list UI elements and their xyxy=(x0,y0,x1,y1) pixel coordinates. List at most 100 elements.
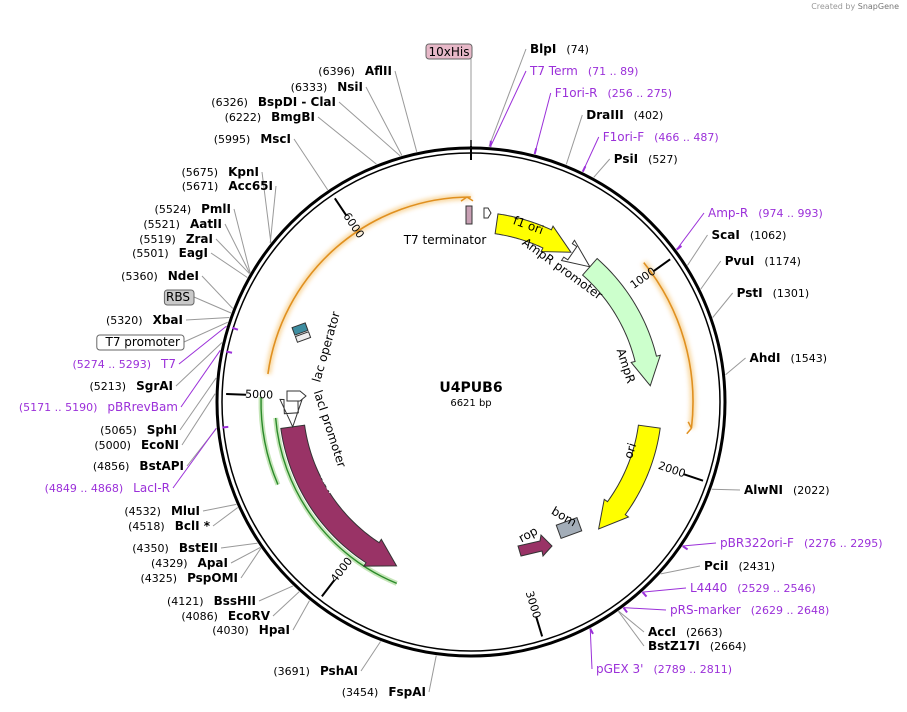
site-name: SgrAI xyxy=(136,379,173,393)
site-name: PstI xyxy=(737,286,763,300)
tick-label: 5000 xyxy=(245,388,273,402)
orange-arrowhead xyxy=(686,421,693,435)
site-label-right: BlpI(74) xyxy=(530,42,589,56)
tick-mark xyxy=(226,393,247,396)
site-label-left: (5360)NdeI xyxy=(121,269,199,283)
leader-line xyxy=(687,234,708,266)
site-name: PciI xyxy=(704,559,729,573)
site-name: AhdI xyxy=(750,351,781,365)
primer-mark xyxy=(676,245,683,251)
site-label-left: (4121)BssHII xyxy=(167,594,256,608)
site-position: (1543) xyxy=(790,352,827,365)
leader-line xyxy=(338,101,401,157)
site-name: NdeI xyxy=(168,269,199,283)
site-position: (5320) xyxy=(106,314,143,327)
leader-line xyxy=(292,600,310,631)
site-label-right: AlwNI(2022) xyxy=(744,483,830,497)
site-label-left: (6222)BmgBI xyxy=(225,110,315,124)
leader-line xyxy=(172,427,217,489)
tick-mark xyxy=(333,197,347,216)
site-position: (256 .. 275) xyxy=(608,87,673,100)
primer-mark xyxy=(682,545,689,551)
leader-layer xyxy=(172,48,746,693)
site-label-right: PstI (1301) xyxy=(737,286,810,300)
site-name: pBR322ori-F xyxy=(720,536,794,550)
primer-mark xyxy=(225,350,233,354)
site-name: BstEII xyxy=(179,541,218,555)
site-name: BspDI - ClaI xyxy=(258,95,336,109)
feature-ampr xyxy=(581,257,662,387)
primer-mark xyxy=(641,591,648,598)
site-position: (2629 .. 2648) xyxy=(751,604,830,617)
leader-line xyxy=(193,296,232,314)
site-label-right: PvuI(1174) xyxy=(725,254,801,268)
site-position: (2663) xyxy=(686,626,723,639)
leader-line xyxy=(210,252,248,278)
leader-line xyxy=(428,655,437,693)
leader-line xyxy=(617,611,645,647)
site-label-left: (5675)KpnI xyxy=(182,165,259,179)
feature-ori xyxy=(597,424,661,530)
site-position: (4030) xyxy=(212,624,249,637)
site-label-right: pRS-marker (2629 .. 2648) xyxy=(670,603,829,617)
site-position: (527) xyxy=(648,153,678,166)
site-position: (1062) xyxy=(750,229,787,242)
site-position: (2431) xyxy=(739,560,776,573)
feature-t7-terminator-arrow xyxy=(483,207,492,219)
primer-mark xyxy=(622,607,628,614)
site-name: AflII xyxy=(365,64,392,78)
site-position: (5501) xyxy=(132,247,169,260)
leader-line xyxy=(589,628,593,670)
site-name: pBRrevBam xyxy=(107,400,178,414)
site-label-left: (5000)EcoNI xyxy=(94,438,179,452)
leader-line xyxy=(175,342,223,387)
site-position: (5274 .. 5293) xyxy=(72,358,151,371)
site-position: (402) xyxy=(634,109,664,122)
tick-mark xyxy=(535,617,544,637)
site-label-right: L4440(2529 .. 2546) xyxy=(690,581,816,595)
credit-prefix: Created by xyxy=(811,2,856,11)
site-label-left: (5065)SphI xyxy=(100,423,177,437)
tick-label: 2000 xyxy=(657,459,688,480)
site-label-left: (5519)ZraI xyxy=(139,232,213,246)
site-label-left: (4325)PspOMI xyxy=(140,571,238,585)
orange-arrowhead xyxy=(460,196,474,202)
leader-line xyxy=(240,547,262,579)
site-label-right: Amp-R (974 .. 993) xyxy=(708,206,823,220)
site-position: (4856) xyxy=(93,460,130,473)
leader-line xyxy=(489,70,527,147)
site-label-left: (4350)BstEII xyxy=(132,541,218,555)
site-label-right: BstZ17I(2664) xyxy=(648,639,746,653)
tick-mark xyxy=(653,258,671,272)
leader-line xyxy=(394,70,418,152)
tick-label: 1000 xyxy=(628,265,658,292)
leader-line xyxy=(293,138,329,191)
site-name: PspOMI xyxy=(187,571,238,585)
feature-box xyxy=(163,289,195,306)
site-position: (974 .. 993) xyxy=(758,207,823,220)
leader-line xyxy=(642,587,687,593)
site-name: Amp-R xyxy=(708,206,748,220)
site-position: (3454) xyxy=(342,686,379,699)
feature-laci xyxy=(280,424,398,567)
site-name: MscI xyxy=(260,132,291,146)
site-name: SphI xyxy=(147,423,177,437)
site-label-left: (5320)XbaI xyxy=(106,313,183,327)
site-label-left: (5671)Acc65I xyxy=(182,179,273,193)
site-label-left: (4086)EcoRV xyxy=(181,609,270,623)
site-name: EcoNI xyxy=(141,438,179,452)
feature-bom xyxy=(555,517,583,539)
site-name: PmlI xyxy=(201,202,231,216)
orange-arc-left xyxy=(267,196,471,375)
feature-label-lac-operator: lac operator xyxy=(309,310,343,384)
site-name: AatII xyxy=(190,217,222,231)
snapgene-credit: Created by SnapGene xyxy=(811,2,899,11)
site-name: pRS-marker xyxy=(670,603,741,617)
tick-mark xyxy=(321,579,335,598)
feature-ampr-promoter xyxy=(560,239,591,268)
site-name: F1ori-F xyxy=(603,130,644,144)
site-position: (1301) xyxy=(773,287,810,300)
site-name: T7 xyxy=(160,357,176,371)
